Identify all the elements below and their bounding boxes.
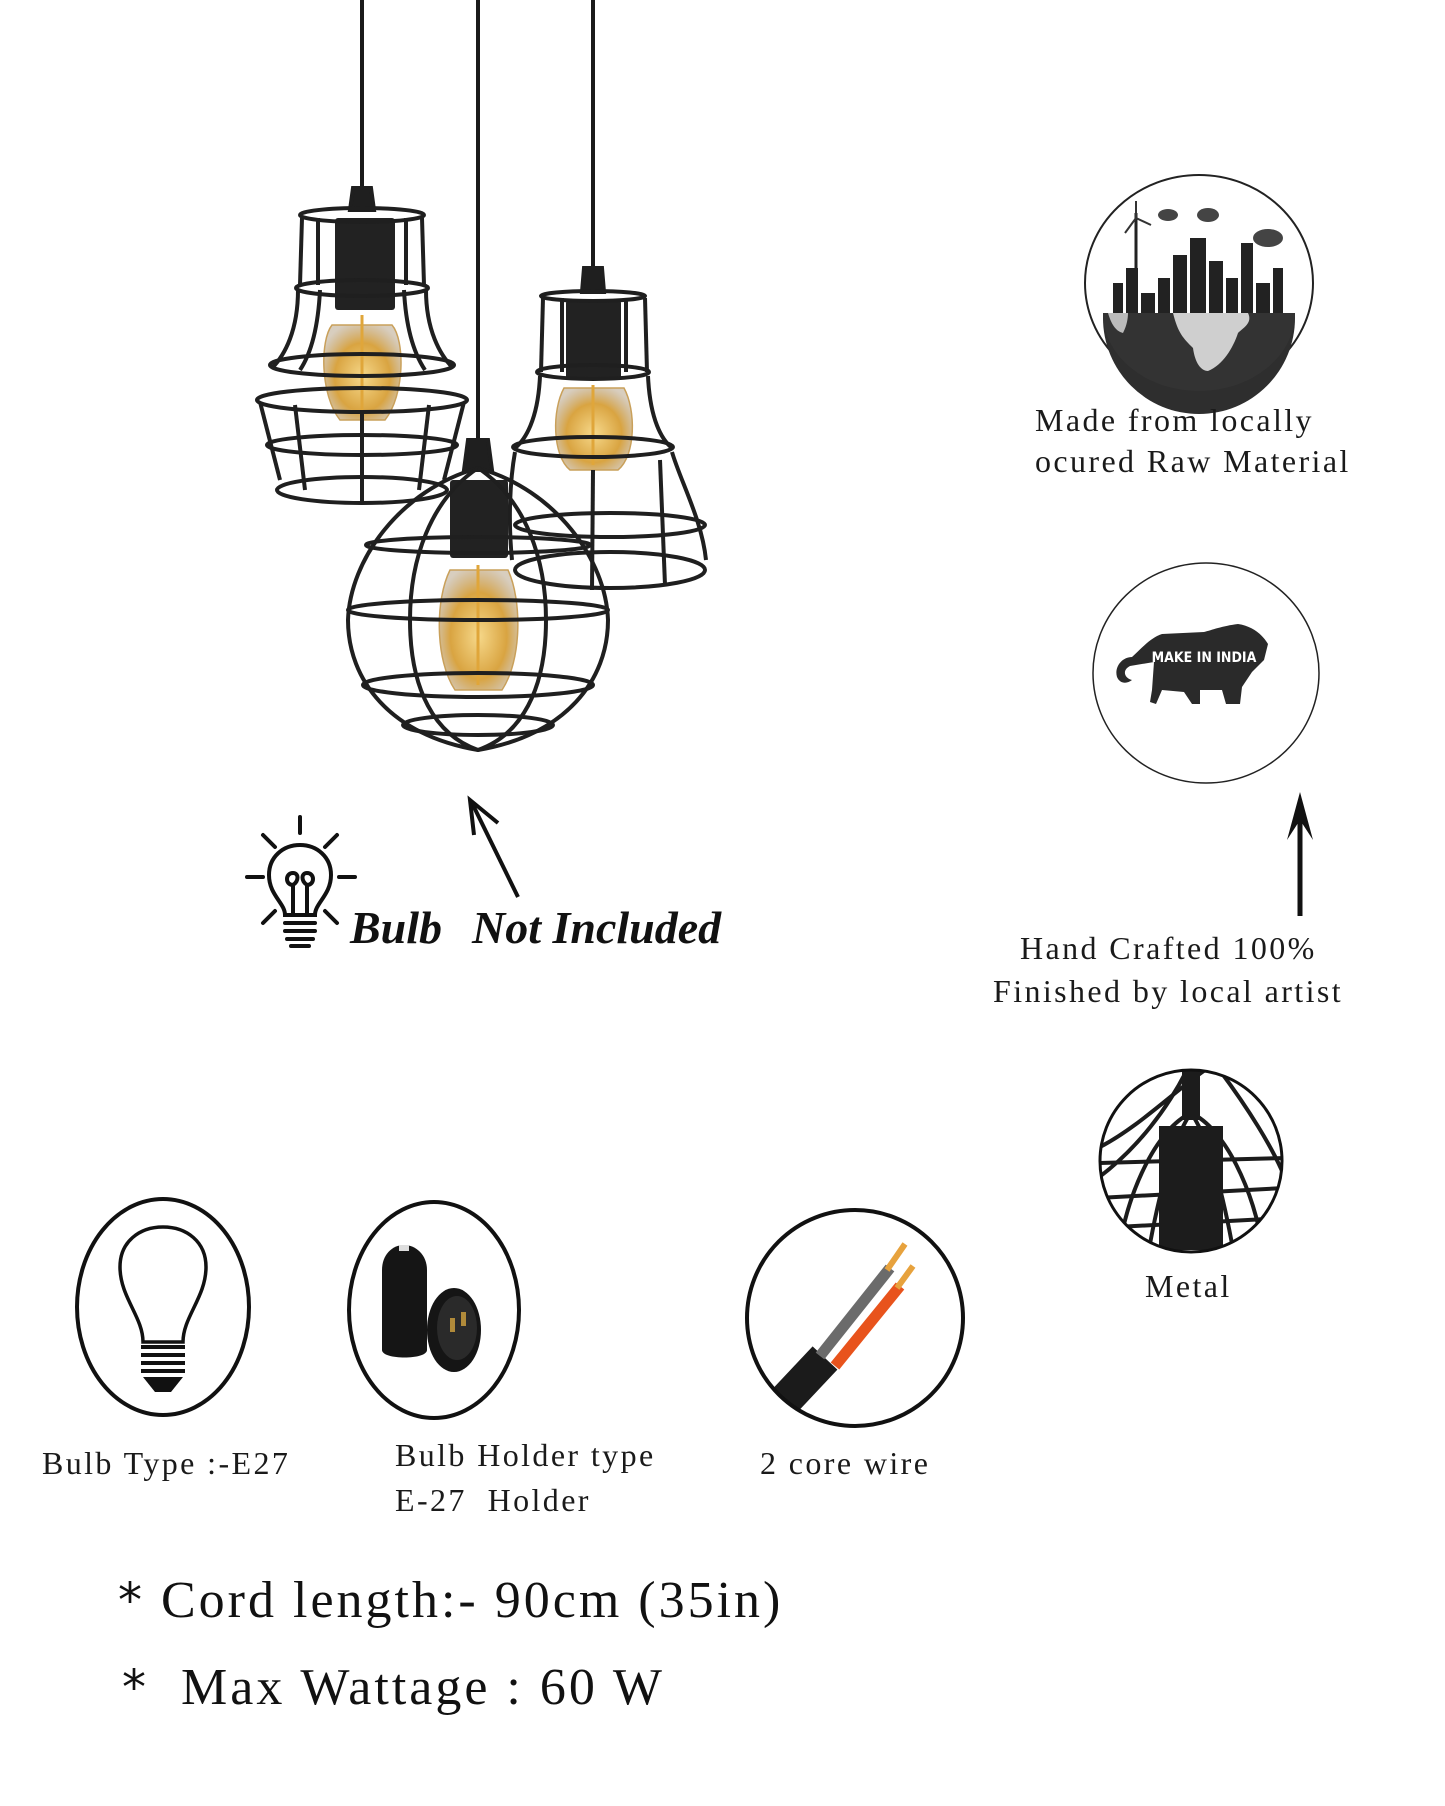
- spec-label: Bulb Holder type: [395, 1437, 656, 1473]
- arrow-up-left-icon: [467, 795, 520, 898]
- globe-city-icon: [1084, 174, 1314, 414]
- asterisk-bullet: *: [118, 1573, 145, 1629]
- make-in-india-lion-icon: MAKE IN INDIA: [1092, 562, 1320, 784]
- note-max-wattage: * Max Wattage : 60 W: [122, 1662, 665, 1714]
- feature-line: ocured Raw Material: [1035, 443, 1351, 479]
- note-text: Cord length:- 90cm (35in): [161, 1572, 784, 1629]
- bulb-holder-icon: [347, 1200, 521, 1420]
- two-core-wire-icon: [745, 1208, 965, 1428]
- product-image: [240, 0, 720, 760]
- metal-cage-icon: [1098, 1068, 1284, 1254]
- bulb-word: Bulb: [350, 902, 443, 953]
- feature-line: Made from locally: [1035, 402, 1314, 438]
- asterisk-bullet: *: [122, 1660, 149, 1716]
- lightbulb-icon: [245, 815, 357, 948]
- feature-line: Metal: [1145, 1268, 1232, 1304]
- note-cord-length: * Cord length:- 90cm (35in): [118, 1575, 783, 1627]
- pendant-lamps-illustration: [255, 0, 708, 753]
- arrow-up-icon: [1287, 792, 1313, 916]
- bulb-outline-icon: [75, 1197, 251, 1417]
- svg-text:MAKE IN INDIA: MAKE IN INDIA: [1152, 650, 1257, 666]
- note-text: Max Wattage : 60 W: [181, 1659, 666, 1716]
- spec-label: E-27 Holder: [395, 1482, 591, 1518]
- not-included-text: Not Included: [472, 902, 722, 953]
- feature-line: Hand Crafted 100%: [1020, 930, 1317, 966]
- spec-label: Bulb Type :-E27: [42, 1445, 291, 1481]
- feature-line: Finished by local artist: [993, 973, 1344, 1009]
- spec-label: 2 core wire: [760, 1445, 931, 1481]
